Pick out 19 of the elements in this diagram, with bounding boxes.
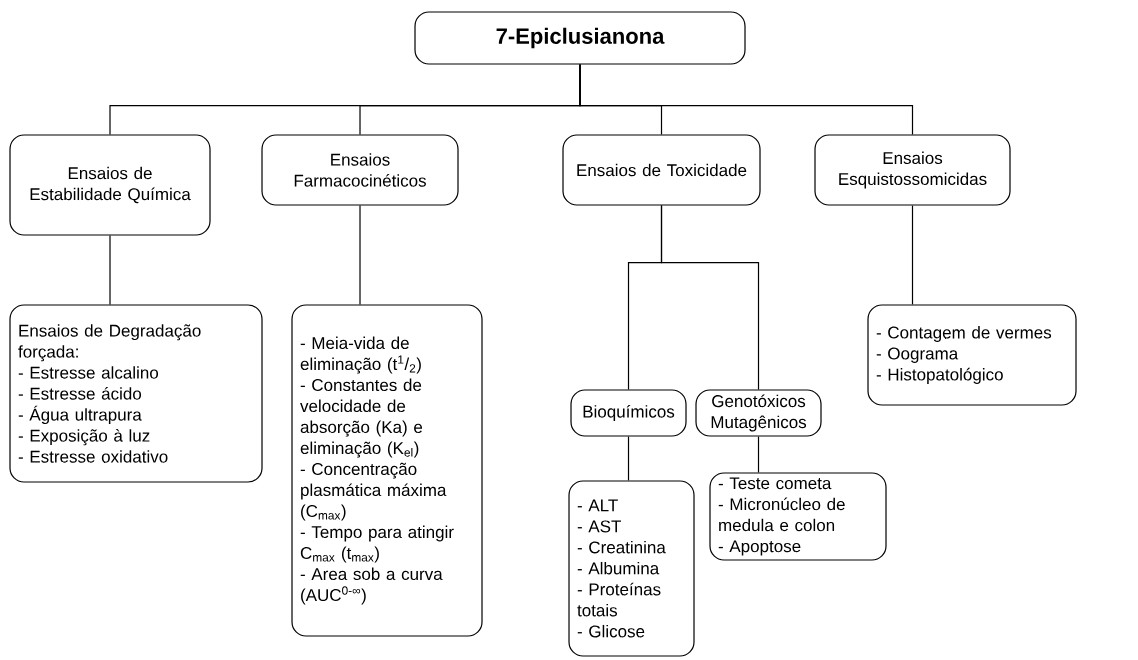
- connector-line: [627, 436, 630, 481]
- list-box: - Teste cometa - Micronúcleo de medula e colon - Apoptose: [709, 472, 887, 561]
- connector-line: [579, 64, 914, 135]
- category-box: Ensaios de Toxicidade: [562, 134, 761, 206]
- connector-line: [359, 205, 361, 305]
- list-box: - Meia-vida de eliminação (t$^{1}$/$_{2}$) - Constantes de velocidade de absorção (Ka) e eliminação (K$_{el}$) - Concentração plasmática máxima (C$_{max}$) - Tempo para atingir C$_{max}$ (t$_{max}$) - Area sob a curva (AUC$^{0-∞}$): [291, 304, 483, 637]
- category-box: Ensaios Esquistossomicidas: [814, 134, 1011, 206]
- list-box: - Contagem de vermes - Oograma - Histopatológico: [867, 304, 1077, 406]
- category-box: Genotóxicos Mutagênicos: [695, 389, 822, 437]
- list-box: Ensaios de Degradação forçada: - Estresse alcalino - Estresse ácido - Água ultrapura - Exposição à luz - Estresse oxidativo: [9, 304, 263, 483]
- connector-line: [660, 205, 760, 390]
- category-box: Ensaios de Estabilidade Química: [9, 134, 211, 236]
- connector-line: [757, 436, 760, 473]
- category-box: Bioquímicos: [570, 389, 687, 437]
- category-box: Ensaios Farmacocinéticos: [261, 134, 459, 206]
- title-box: 7-Epiclusianona: [414, 11, 746, 65]
- connector-line: [109, 235, 111, 305]
- list-box: - ALT - AST - Creatinina - Albumina - Proteínas totais - Glicose: [568, 480, 695, 657]
- connector-line: [911, 205, 914, 305]
